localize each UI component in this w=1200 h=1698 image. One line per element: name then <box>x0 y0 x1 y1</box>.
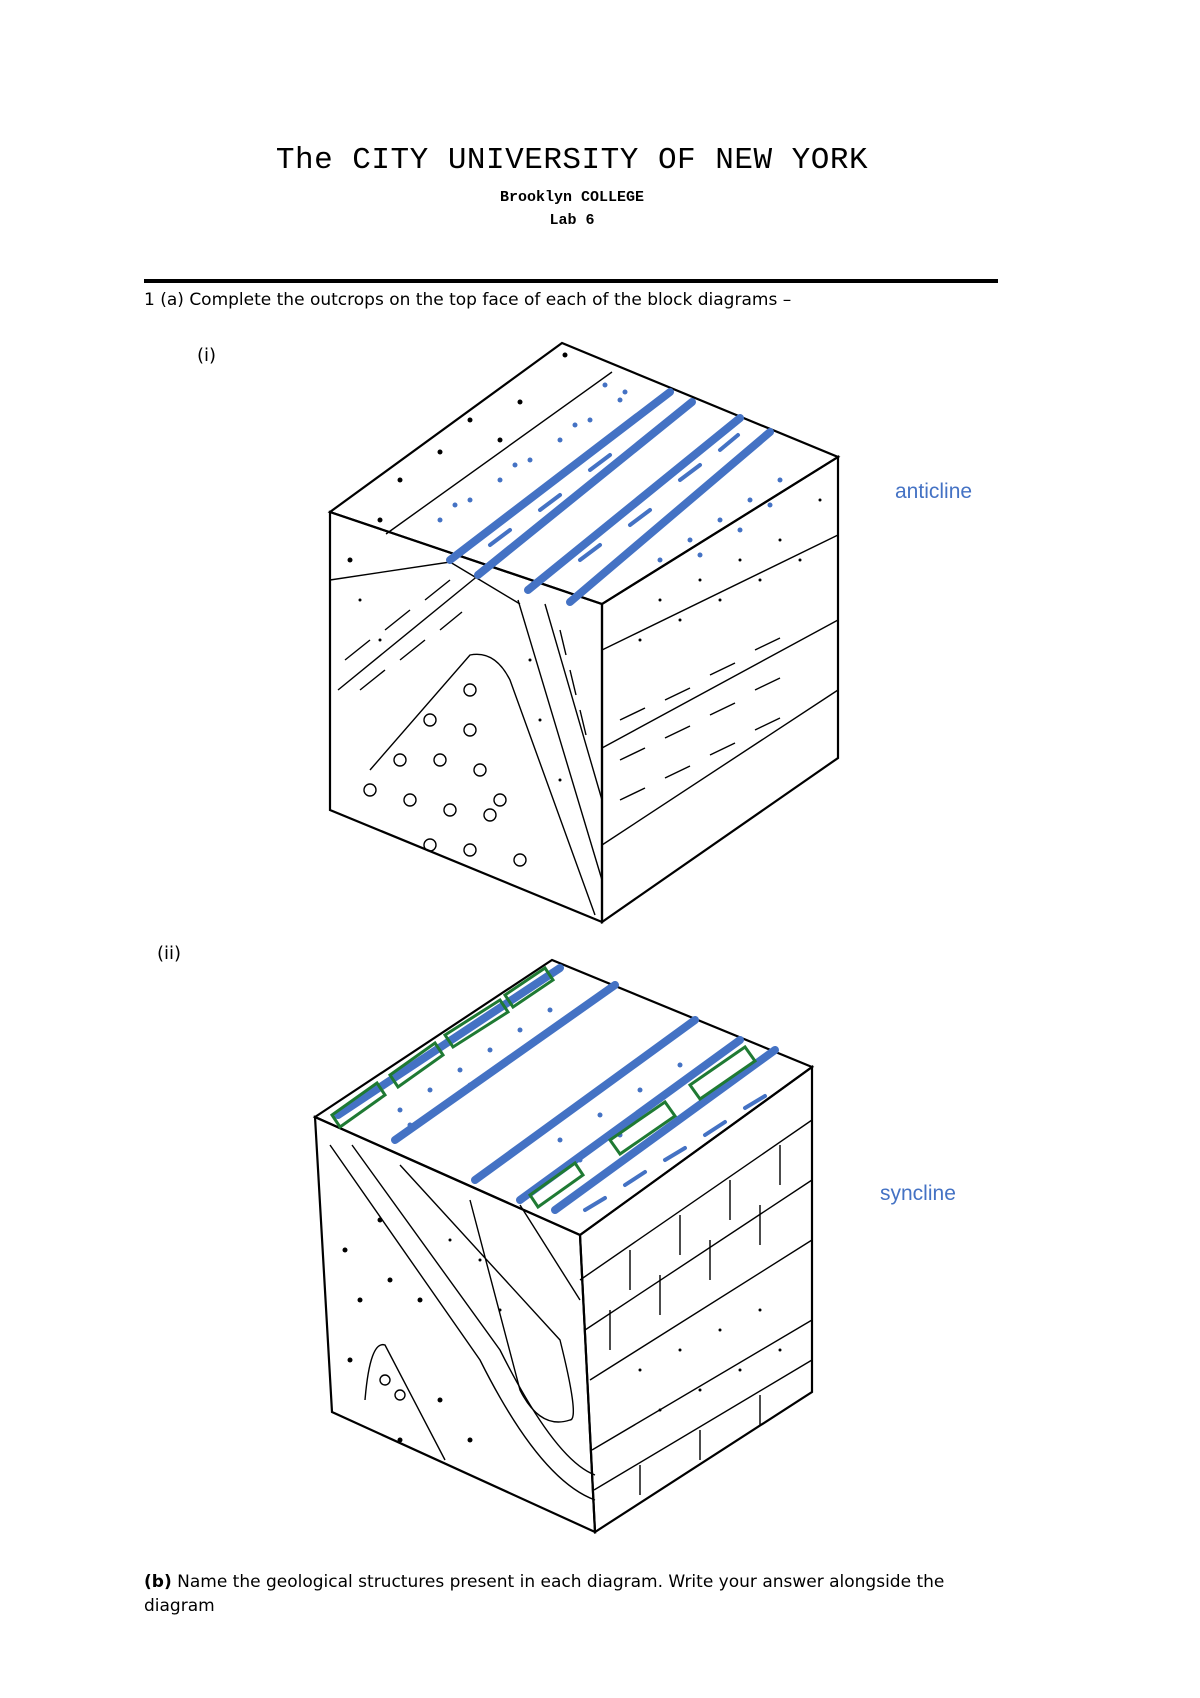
block-ii-right-face <box>578 1064 814 1534</box>
syncline-limestone-outcrops <box>329 965 758 1210</box>
question-a: 1 (a) Complete the outcrops on the top f… <box>144 290 791 310</box>
block-ii-top-face <box>312 958 815 1237</box>
question-a-text: Complete the outcrops on the top face of… <box>189 290 792 310</box>
diagram-ii-label: (ii) <box>157 943 182 964</box>
anticline-outcrop-annotations <box>446 388 774 606</box>
header-divider <box>144 279 998 283</box>
diagram-ii-answer: syncline <box>880 1182 956 1205</box>
diagram-i-answer: anticline <box>895 480 973 503</box>
page-title: The CITY UNIVERSITY OF NEW YORK <box>275 143 869 178</box>
block-i-right-face <box>600 455 840 925</box>
question-b-number: (b) <box>144 1572 172 1592</box>
lab-number: Lab 6 <box>549 212 595 229</box>
question-a-number: 1 (a) <box>144 290 184 310</box>
question-b-text: Name the geological structures present i… <box>144 1572 945 1616</box>
question-b: (b) Name the geological structures prese… <box>144 1570 1014 1618</box>
diagram-i-label: (i) <box>197 345 217 366</box>
syncline-outcrop-annotations <box>334 964 779 1214</box>
college-name: Brooklyn COLLEGE <box>499 189 645 206</box>
